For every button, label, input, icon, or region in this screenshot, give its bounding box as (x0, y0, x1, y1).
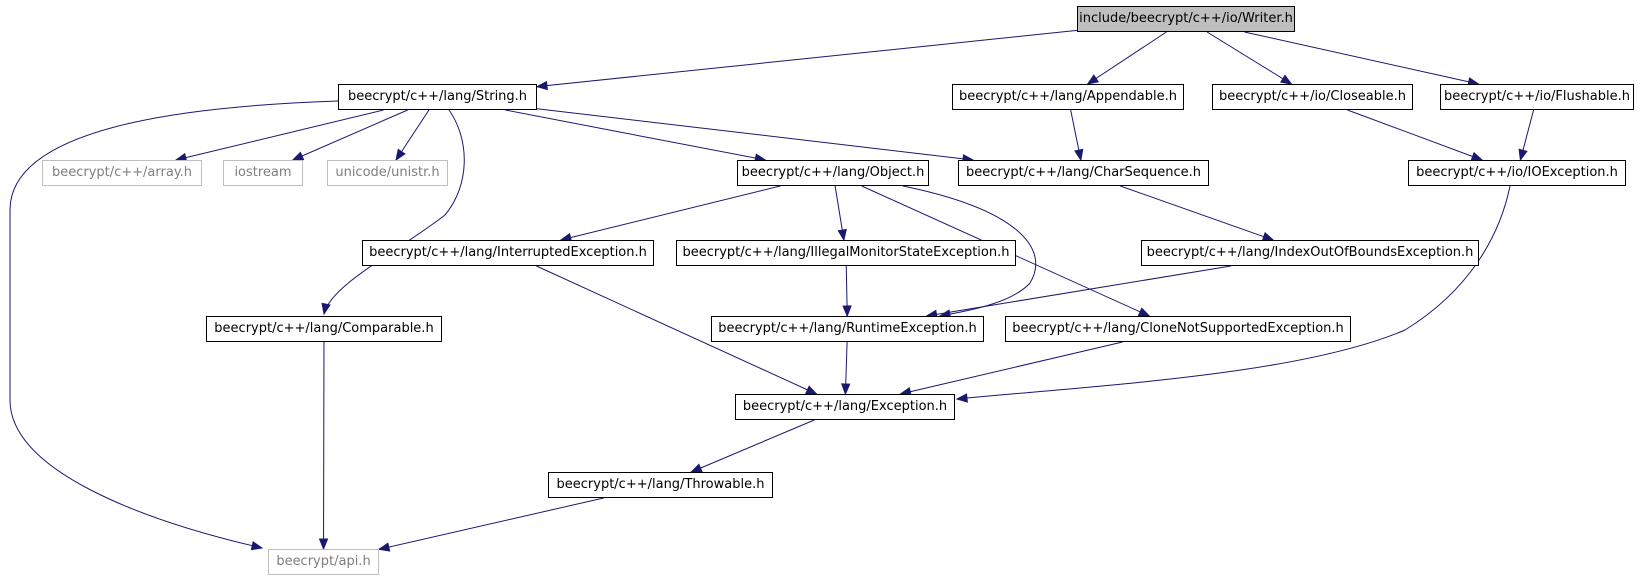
edge-throwable-to-api (378, 497, 604, 550)
node-exception-h[interactable]: beecrypt/c++/lang/Exception.h (735, 394, 955, 420)
edge-interrupted-to-exception-arrowhead (805, 385, 818, 395)
node-clonenotsupportedexception-h[interactable]: beecrypt/c++/lang/CloneNotSupportedExcep… (1005, 316, 1351, 342)
edge-ioexception-to-exception (956, 185, 1511, 400)
edge-string-to-object (505, 109, 766, 161)
edge-string-to-iostream-arrowhead (291, 151, 305, 161)
edge-writer-to-string (536, 29, 1078, 88)
edge-writer-to-appendable (1087, 31, 1167, 85)
edge-appendable-to-charsequence-arrowhead (1074, 148, 1084, 162)
node-appendable-h[interactable]: beecrypt/c++/lang/Appendable.h (952, 84, 1184, 110)
node-unistr-h[interactable]: unicode/unistr.h (327, 160, 448, 186)
edge-ioexception-to-exception-arrowhead (955, 393, 968, 403)
edge-writer-to-closeable-arrowhead (1279, 74, 1293, 85)
edge-runtime-to-exception-arrowhead (841, 383, 851, 396)
edge-clonenotsupported-to-exception (900, 341, 1123, 395)
node-ioexception-h[interactable]: beecrypt/c++/io/IOException.h (1408, 160, 1626, 186)
edge-writer-to-appendable-arrowhead (1086, 74, 1100, 85)
edge-writer-to-string-arrowhead (535, 80, 548, 91)
edge-object-to-interrupted (560, 185, 781, 241)
node-array-h[interactable]: beecrypt/c++/array.h (42, 160, 202, 186)
edge-exception-to-throwable (691, 419, 815, 473)
edge-string-to-comparable (323, 109, 465, 315)
edge-illegalmonitor-to-runtime-arrowhead (842, 305, 852, 318)
node-string-h[interactable]: beecrypt/c++/lang/String.h (338, 84, 537, 110)
edge-writer-to-flushable (1244, 31, 1479, 85)
edge-interrupted-to-exception (536, 265, 817, 395)
node-runtimeexception-h[interactable]: beecrypt/c++/lang/RuntimeException.h (711, 316, 984, 342)
edge-charsequence-to-indexoutofbounds (1120, 185, 1274, 241)
node-api-h[interactable]: beecrypt/api.h (268, 549, 379, 575)
node-indexoutofboundsexception-h[interactable]: beecrypt/c++/lang/IndexOutOfBoundsExcept… (1141, 240, 1479, 266)
edge-object-to-clonenotsupported-arrowhead (1137, 307, 1151, 317)
edge-string-to-comparable-arrowhead (321, 302, 331, 316)
edge-object-to-runtime (902, 185, 1037, 317)
node-comparable-h[interactable]: beecrypt/c++/lang/Comparable.h (206, 316, 442, 342)
edge-closeable-to-ioexception (1347, 109, 1483, 161)
edge-throwable-to-api-arrowhead (377, 542, 391, 552)
edge-string-to-unistr-arrowhead (395, 148, 406, 162)
node-closeable-h[interactable]: beecrypt/c++/io/Closeable.h (1212, 84, 1413, 110)
edge-string-to-charsequence (536, 108, 974, 161)
node-writer-h[interactable]: include/beecrypt/c++/io/Writer.h (1077, 6, 1295, 32)
edge-string-to-api (9, 100, 339, 549)
edge-writer-to-closeable (1206, 31, 1292, 85)
node-flushable-h[interactable]: beecrypt/c++/io/Flushable.h (1440, 84, 1634, 110)
node-object-h[interactable]: beecrypt/c++/lang/Object.h (737, 160, 929, 186)
node-illegalmonitorstateexception-h[interactable]: beecrypt/c++/lang/IllegalMonitorStateExc… (676, 240, 1016, 266)
edge-string-to-iostream (292, 109, 408, 161)
edge-comparable-to-api-arrowhead (318, 538, 329, 551)
edge-string-to-array (175, 109, 384, 161)
edge-exception-to-throwable-arrowhead (690, 463, 703, 473)
node-charsequence-h[interactable]: beecrypt/c++/lang/CharSequence.h (958, 160, 1209, 186)
edge-string-to-api-arrowhead (250, 541, 264, 551)
edge-object-to-illegalmonitor-arrowhead (837, 228, 847, 242)
node-iostream[interactable]: iostream (223, 160, 303, 186)
edge-indexoutofbounds-to-runtime (926, 265, 1231, 317)
node-interruptedexception-h[interactable]: beecrypt/c++/lang/InterruptedException.h (362, 240, 654, 266)
node-throwable-h[interactable]: beecrypt/c++/lang/Throwable.h (548, 472, 773, 498)
edge-flushable-to-ioexception-arrowhead (1518, 148, 1528, 162)
